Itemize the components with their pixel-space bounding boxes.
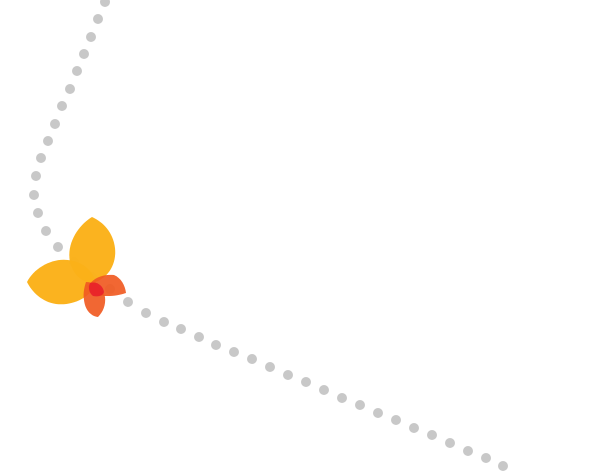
- path-dot: [445, 438, 455, 448]
- path-dot: [93, 14, 103, 24]
- path-dot: [86, 32, 96, 42]
- path-dot: [463, 446, 473, 456]
- path-dot: [29, 190, 39, 200]
- path-dot: [337, 393, 347, 403]
- path-dot: [498, 461, 508, 471]
- path-dot: [159, 317, 169, 327]
- petal-left-yellow: [27, 259, 96, 305]
- path-dot: [43, 136, 53, 146]
- path-dot: [427, 430, 437, 440]
- path-dot: [229, 347, 239, 357]
- path-dot: [141, 308, 151, 318]
- path-dot: [31, 171, 41, 181]
- path-dot: [194, 332, 204, 342]
- path-dot: [211, 340, 221, 350]
- path-dot: [355, 400, 365, 410]
- path-dot: [481, 453, 491, 463]
- path-dot: [53, 242, 63, 252]
- path-dot: [319, 385, 329, 395]
- path-dot: [409, 423, 419, 433]
- path-dot: [391, 415, 401, 425]
- path-dot: [65, 84, 75, 94]
- path-dot: [100, 0, 110, 7]
- path-dot: [72, 66, 82, 76]
- path-dot: [36, 153, 46, 163]
- path-dot: [373, 408, 383, 418]
- path-dot: [50, 119, 60, 129]
- path-dot: [265, 362, 275, 372]
- petal-overlap-red: [89, 282, 104, 297]
- path-dot: [283, 370, 293, 380]
- path-dot: [41, 226, 51, 236]
- flower-logo-icon: [27, 217, 126, 317]
- path-dot: [79, 49, 89, 59]
- path-dot: [247, 354, 257, 364]
- path-dot: [176, 324, 186, 334]
- path-dot: [33, 208, 43, 218]
- dotted-path: [29, 0, 508, 471]
- path-dot: [301, 377, 311, 387]
- path-dot: [57, 101, 67, 111]
- path-dot: [123, 297, 133, 307]
